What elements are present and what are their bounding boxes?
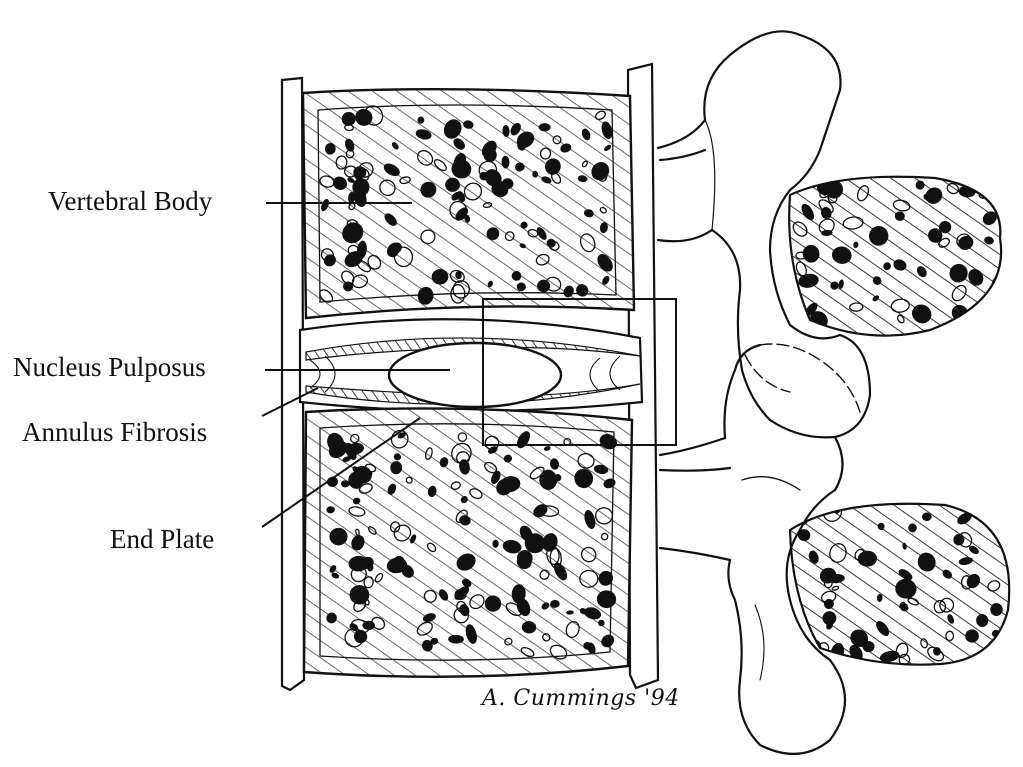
intervertebral-disc [300, 319, 642, 411]
bone-texture-blob [326, 506, 335, 513]
bone-texture-blob [417, 116, 424, 124]
bone-texture-blob [502, 156, 510, 168]
bone-texture-blob [550, 600, 559, 608]
facet-joint [745, 344, 860, 412]
label-end-plate: End Plate [110, 526, 214, 553]
bone-texture-blob [965, 629, 979, 642]
bone-texture-blob [448, 635, 463, 643]
bone-texture-blob [325, 143, 336, 155]
bone-texture-blob [908, 524, 916, 532]
label-vertebral-body: Vertebral Body [48, 188, 212, 215]
bone-texture-blob [539, 123, 551, 131]
upper-pedicle [658, 120, 712, 241]
bone-texture-blob [566, 610, 573, 614]
bone-texture-blob [341, 480, 349, 487]
lower-pedicle [660, 438, 730, 560]
bone-texture-blob [877, 594, 883, 602]
bone-texture-blob [992, 180, 1003, 192]
label-nucleus-pulposus: Nucleus Pulposus [13, 354, 206, 381]
artist-signature: A. Cummings '94 [482, 686, 680, 711]
lower-vertebral-body [300, 405, 640, 685]
bone-texture-blob [492, 540, 498, 548]
spinous-process-texture [780, 170, 1020, 675]
bone-texture-blob [394, 453, 401, 460]
bone-texture-blob [922, 513, 931, 521]
bone-texture-blob [521, 222, 528, 229]
label-annulus-fibrosis: Annulus Fibrosis [22, 419, 207, 446]
nucleus-pulposus [389, 343, 561, 407]
bone-texture-blob [960, 318, 969, 328]
upper-vertebral-body [300, 85, 640, 325]
bone-texture-blob [799, 636, 806, 649]
